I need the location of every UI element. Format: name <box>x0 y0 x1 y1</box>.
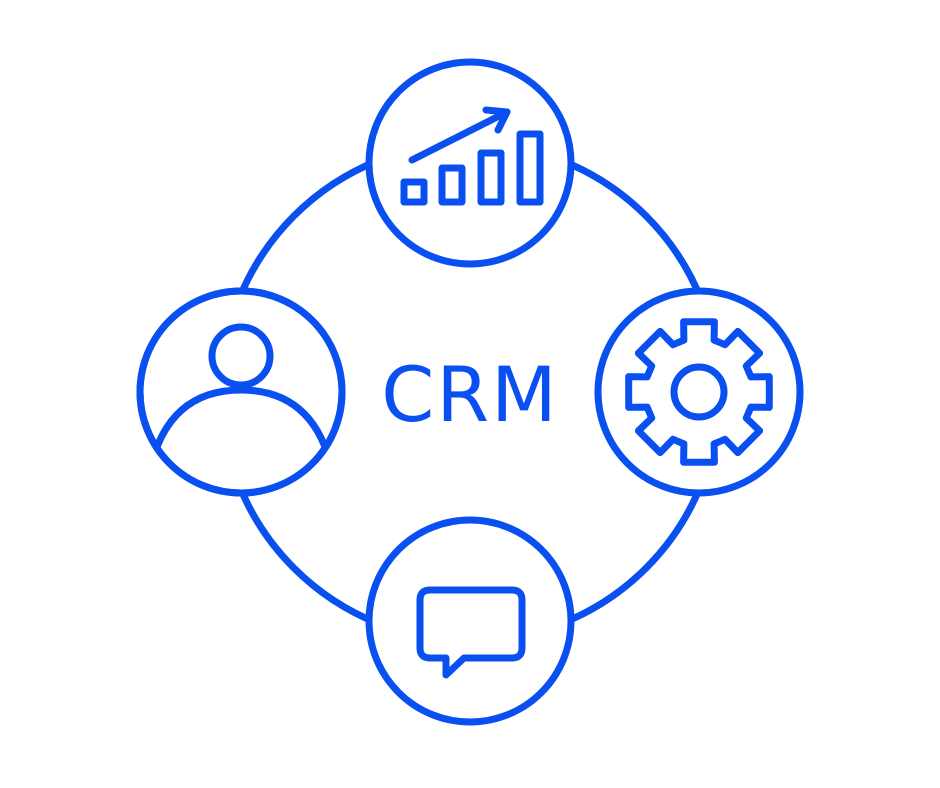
node-settings <box>594 287 804 497</box>
node-communication <box>365 516 575 726</box>
chat-bubble-icon <box>416 586 526 679</box>
center-label: CRM <box>381 350 558 439</box>
node-communication-circle <box>365 516 575 726</box>
gear-icon <box>625 318 773 466</box>
node-customer <box>136 287 346 497</box>
user-icon <box>146 323 336 474</box>
node-analytics <box>365 58 575 268</box>
bar-chart-growth-icon <box>400 106 544 206</box>
node-analytics-circle <box>365 58 575 268</box>
